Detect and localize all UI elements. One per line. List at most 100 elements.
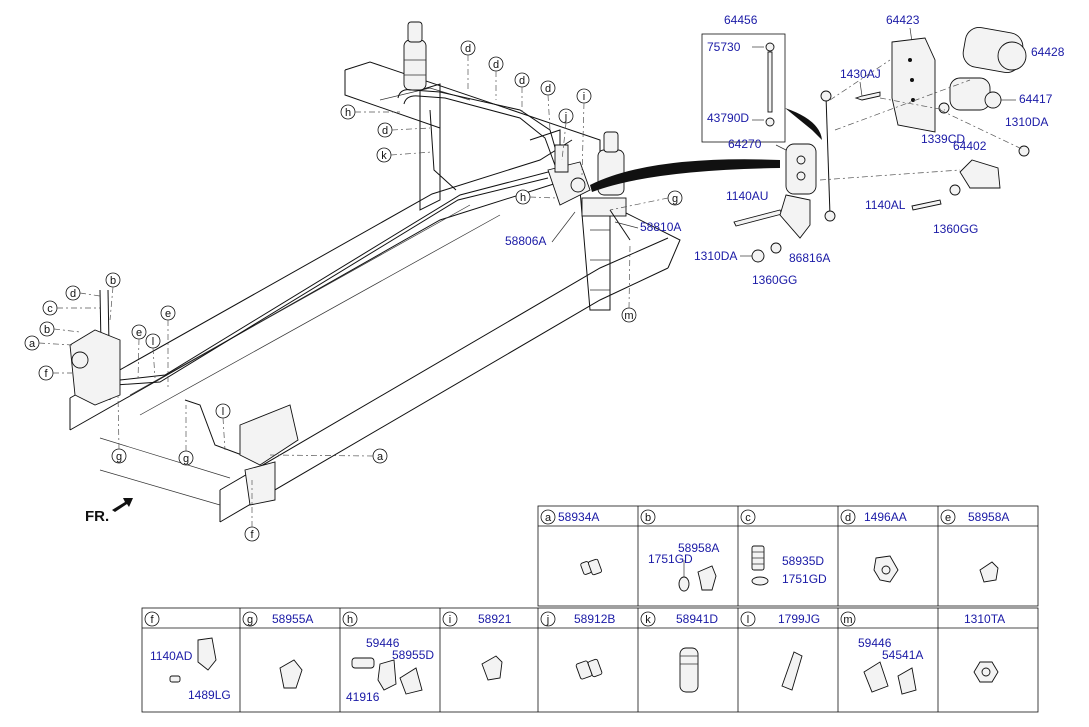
- legend-part-number: 1310TA: [964, 612, 1005, 626]
- part-label-64428: 64428: [1031, 45, 1065, 59]
- legend-part-number: 58912B: [574, 612, 615, 626]
- legend-part-number: 1751GD: [648, 552, 693, 566]
- svg-text:a: a: [377, 451, 384, 463]
- callout-g: g: [609, 190, 683, 211]
- part-label-58810A: 58810A: [640, 220, 681, 234]
- part-label-43790D: 43790D: [707, 111, 749, 125]
- svg-text:g: g: [183, 453, 189, 465]
- svg-text:l: l: [152, 336, 154, 348]
- svg-text:h: h: [520, 192, 526, 204]
- legend-part-pictures: [580, 545, 999, 592]
- legend-part-number: 1489LG: [188, 688, 231, 702]
- svg-text:b: b: [110, 275, 116, 287]
- callout-letter: f: [150, 614, 154, 626]
- front-direction-indicator: FR.: [85, 498, 133, 525]
- part-label-1360GG: 1360GG: [933, 222, 978, 236]
- svg-text:d: d: [70, 288, 76, 300]
- part-label-64402: 64402: [953, 139, 987, 153]
- svg-text:j: j: [564, 111, 567, 123]
- svg-text:d: d: [545, 83, 551, 95]
- callout-letter: h: [347, 614, 353, 626]
- legend-cell-f: f 1140AD 1489LG: [144, 611, 231, 702]
- legend-part-number: 1799JG: [778, 612, 820, 626]
- fitting-58955D-icon: [351, 657, 423, 695]
- callout-d: d: [460, 40, 476, 90]
- legend-cell-c: c 58935D 1751GD: [740, 509, 827, 586]
- svg-text:d: d: [465, 43, 471, 55]
- callout-b: b: [39, 321, 81, 337]
- svg-text:g: g: [672, 193, 678, 205]
- svg-text:m: m: [624, 310, 633, 322]
- fitting-58934A-icon: [580, 558, 602, 576]
- svg-text:f: f: [44, 368, 48, 380]
- callout-f: f: [38, 365, 72, 381]
- fitting-58955A-icon: [279, 659, 303, 689]
- callout-circle: [540, 611, 556, 627]
- callout-circle: [840, 509, 856, 525]
- legend-part-number: 58935D: [782, 554, 824, 568]
- svg-text:d: d: [493, 59, 499, 71]
- legend-part-number: 58958A: [968, 510, 1009, 524]
- legend-part-number: 1496AA: [864, 510, 907, 524]
- legend-part-number: 58958A: [678, 541, 719, 555]
- legend-cell-e: e 58958A: [940, 509, 1009, 525]
- legend-part-number: 1751GD: [782, 572, 827, 586]
- svg-text:e: e: [136, 327, 142, 339]
- legend-part-number: 59446: [858, 636, 892, 650]
- svg-text:a: a: [29, 338, 36, 350]
- callout-letter: e: [945, 512, 951, 524]
- legend-part-number: 58955D: [392, 648, 434, 662]
- front-arrow-icon: [112, 498, 133, 512]
- callout-d: d: [65, 285, 101, 301]
- part-label-1140AU: 1140AU: [726, 189, 768, 203]
- clip-1799JG-icon: [781, 651, 803, 691]
- callout-circle: [740, 509, 756, 525]
- valve-assembly-center: [547, 144, 591, 206]
- callout-letter: c: [745, 512, 751, 524]
- callout-f: f: [244, 480, 260, 542]
- callout-circle: [940, 509, 956, 525]
- svg-text:l: l: [222, 406, 224, 418]
- fitting-58935D-icon: [751, 545, 769, 586]
- callout-circle: [540, 509, 556, 525]
- leveling-valve-detail: 64456 75730 43790D 64423 64428 1430AJ 64…: [590, 13, 1065, 287]
- fitting-54541A-icon: [863, 661, 917, 695]
- nut-1310TA-icon: [973, 661, 999, 683]
- legend-part-number: 59446: [366, 636, 400, 650]
- svg-text:b: b: [44, 324, 50, 336]
- part-label-64456: 64456: [724, 13, 758, 27]
- part-label-58806A: 58806A: [505, 234, 546, 248]
- callout-l: l: [145, 333, 161, 379]
- callout-circle: [342, 611, 358, 627]
- callout-b: b: [105, 272, 121, 321]
- part-label-1310DA-b: 1310DA: [694, 249, 737, 263]
- svg-text:h: h: [345, 107, 351, 119]
- legend-part-number: 58921: [478, 612, 512, 626]
- callout-d: d: [488, 56, 504, 100]
- callout-circle: [640, 611, 656, 627]
- callout-d: d: [540, 80, 556, 131]
- svg-text:d: d: [519, 75, 525, 87]
- part-label-1339CD: 1339CD: [921, 132, 965, 146]
- part-label-64417: 64417: [1019, 92, 1053, 106]
- clip-1496AA-icon: [873, 555, 899, 583]
- callout-c: c: [42, 300, 100, 316]
- legend-part-number: 1140AD: [150, 649, 193, 663]
- chassis-frame: [69, 61, 681, 523]
- part-label-1430AJ: 1430AJ: [840, 67, 881, 81]
- svg-text:d: d: [382, 125, 388, 137]
- part-label-1140AL: 1140AL: [865, 198, 906, 212]
- clamp-1489LG-icon: [169, 637, 217, 683]
- sleeve-58941D-icon: [679, 647, 699, 693]
- callout-e: e: [160, 305, 176, 388]
- svg-text:i: i: [583, 91, 585, 103]
